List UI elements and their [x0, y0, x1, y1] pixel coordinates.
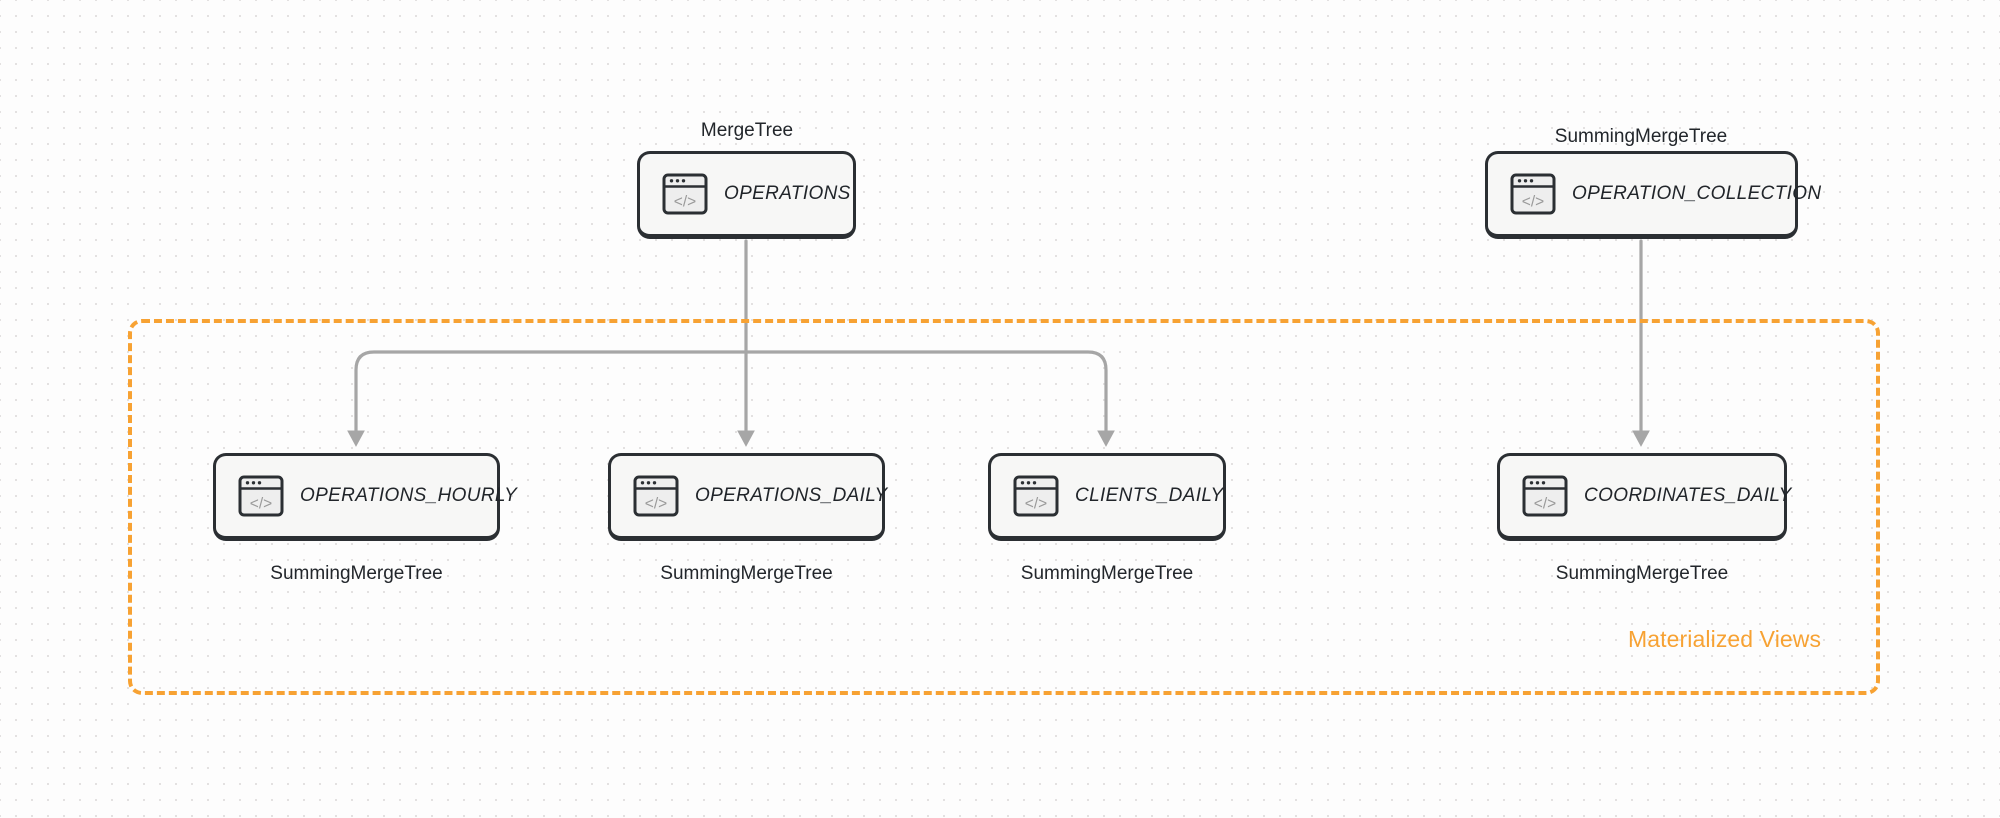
node-coordinates-daily[interactable]: </> COORDINATES_DAILY [1497, 453, 1791, 541]
node-operations[interactable]: </> OPERATIONS [637, 151, 856, 239]
code-window-icon: </> [1522, 475, 1568, 517]
materialized-views-group [128, 319, 1880, 695]
svg-text:</>: </> [250, 496, 272, 513]
code-window-icon: </> [238, 475, 284, 517]
svg-text:</>: </> [645, 496, 667, 513]
materialized-views-group-label: Materialized Views [1628, 626, 1822, 652]
node-operations-hourly[interactable]: </> OPERATIONS_HOURLY [213, 453, 517, 541]
engine-caption-clients-daily: SummingMergeTree [1020, 563, 1194, 584]
node-coordinates-daily-label: COORDINATES_DAILY [1584, 485, 1792, 506]
svg-text:</>: </> [674, 194, 696, 211]
code-window-icon: </> [1510, 173, 1556, 215]
node-clients-daily-label: CLIENTS_DAILY [1075, 485, 1224, 506]
node-clients-daily[interactable]: </> CLIENTS_DAILY [988, 453, 1226, 541]
engine-caption-coordinates-daily: SummingMergeTree [1555, 563, 1729, 584]
node-operations-daily-label: OPERATIONS_DAILY [695, 485, 888, 506]
node-operation-collection[interactable]: </> OPERATION_COLLECTION [1485, 151, 1821, 239]
engine-caption-operations: MergeTree [700, 120, 794, 141]
code-window-icon: </> [633, 475, 679, 517]
code-window-icon: </> [1013, 475, 1059, 517]
svg-text:</>: </> [1534, 496, 1556, 513]
node-operation-collection-label: OPERATION_COLLECTION [1572, 183, 1822, 204]
node-operations-hourly-label: OPERATIONS_HOURLY [300, 485, 518, 506]
node-operations-label: OPERATIONS [724, 183, 851, 204]
engine-caption-operations-daily: SummingMergeTree [660, 563, 833, 584]
svg-text:</>: </> [1522, 194, 1544, 211]
node-operations-daily[interactable]: </> OPERATIONS_DAILY [608, 453, 888, 541]
engine-caption-operation-collection: SummingMergeTree [1554, 126, 1728, 147]
engine-caption-operations-hourly: SummingMergeTree [270, 563, 443, 584]
code-window-icon: </> [662, 173, 708, 215]
svg-text:</>: </> [1025, 496, 1047, 513]
